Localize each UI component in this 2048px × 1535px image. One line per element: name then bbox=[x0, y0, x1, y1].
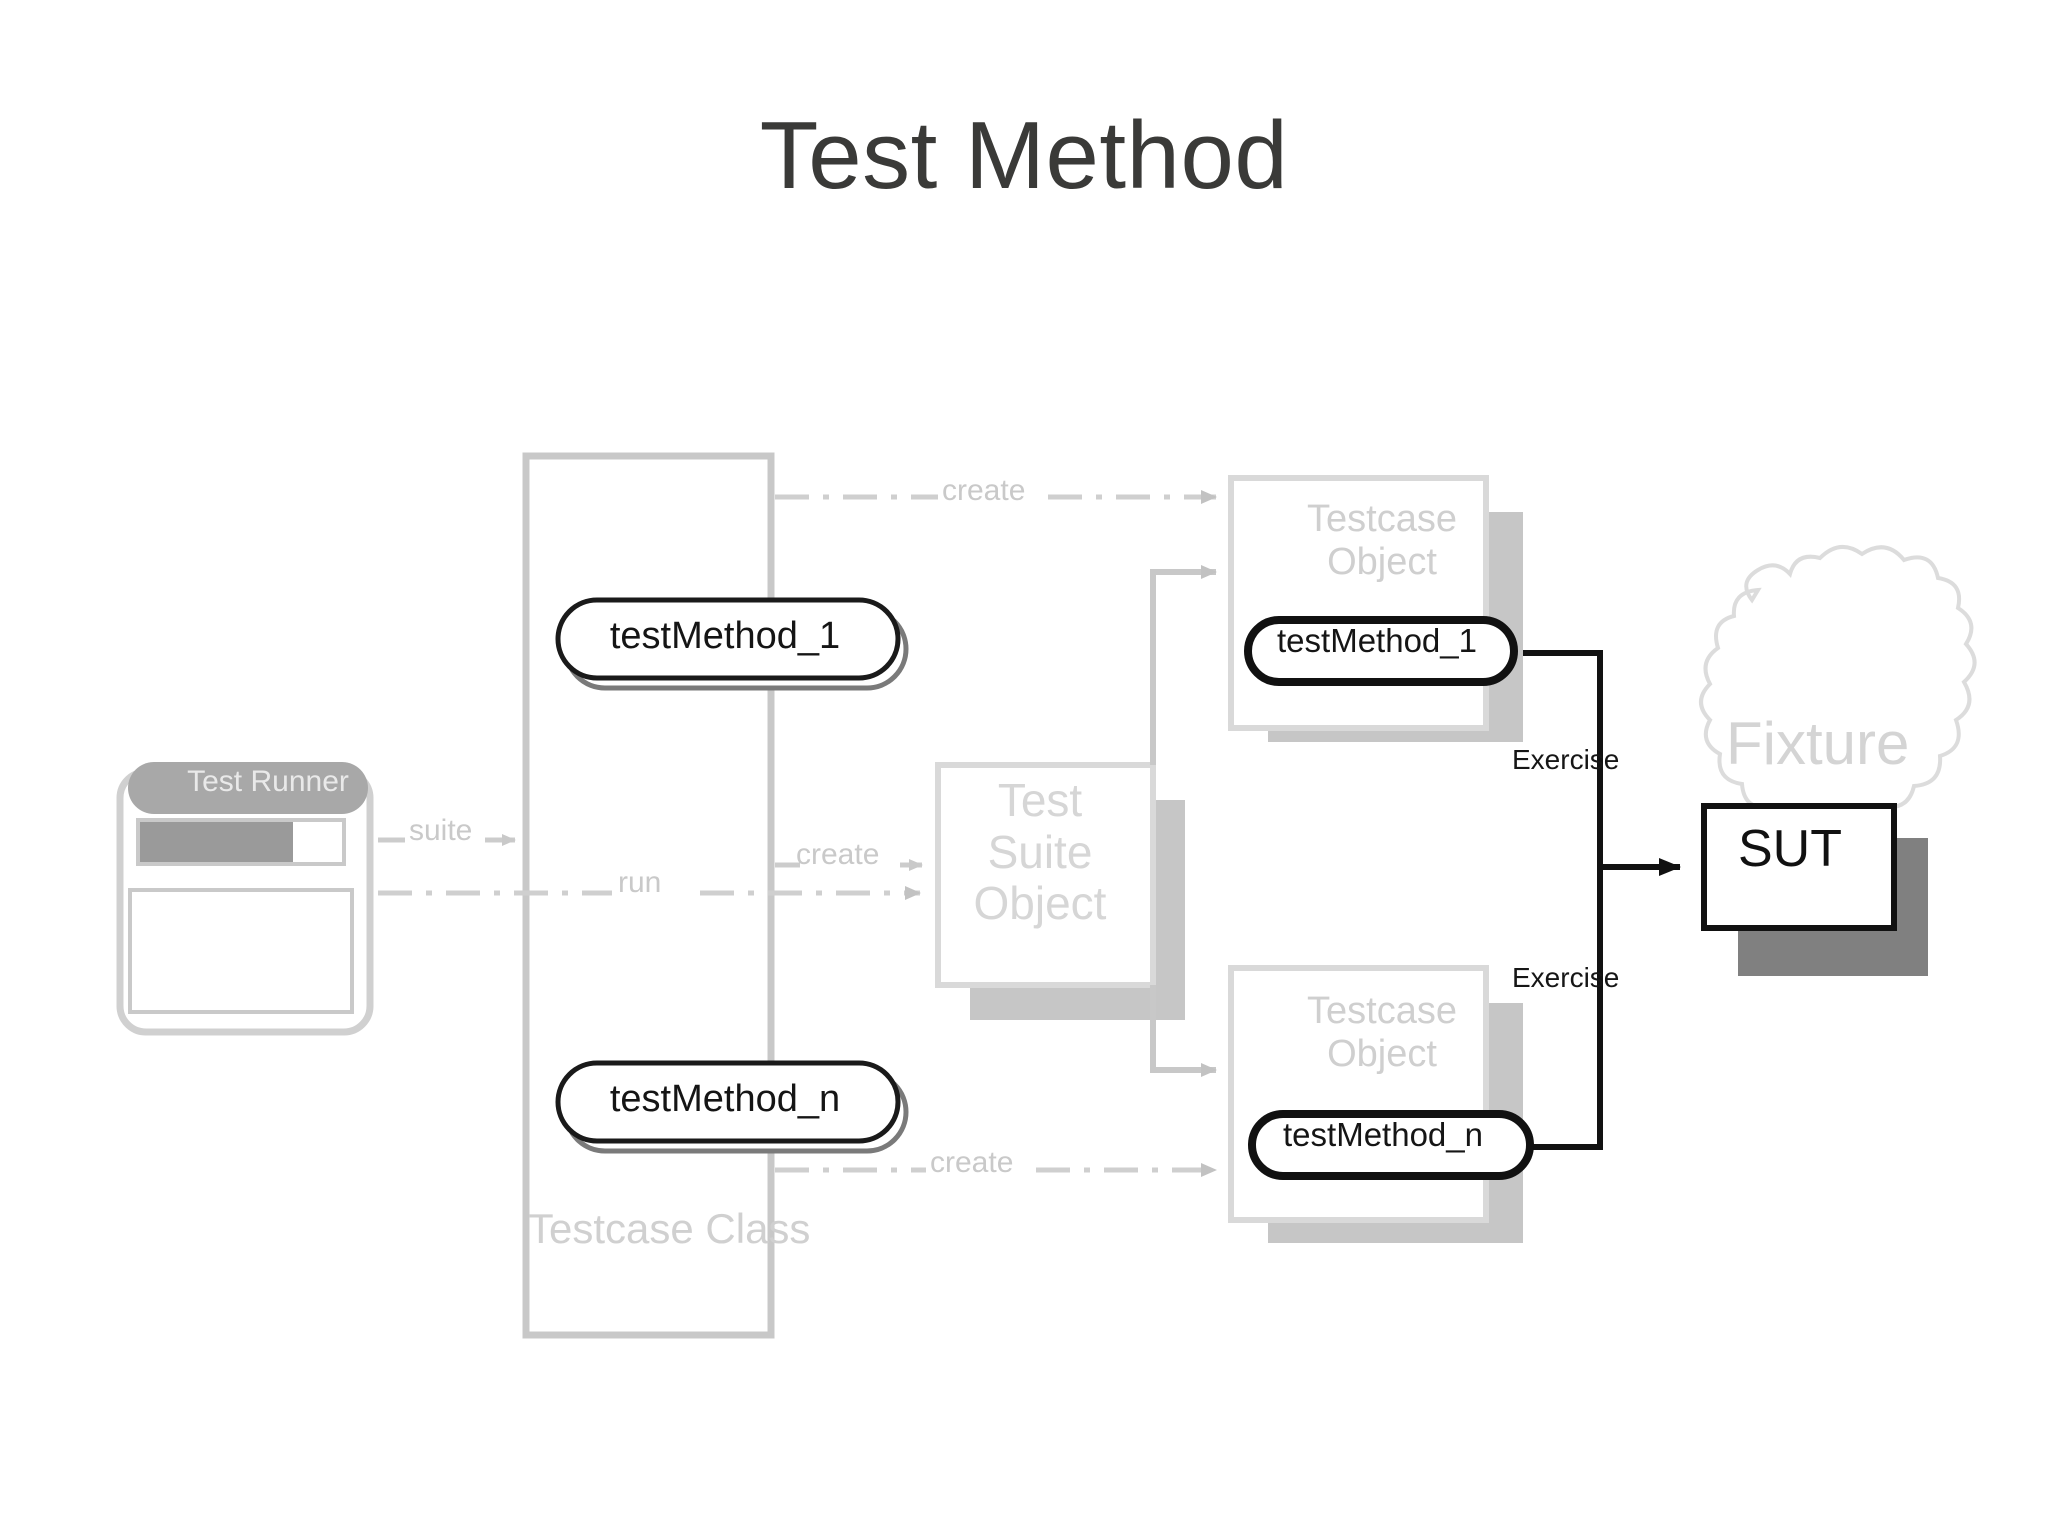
test-suite-object-node[interactable] bbox=[935, 762, 1185, 1020]
exercise-label-1: Exercise bbox=[1512, 744, 1620, 775]
method-label-object-1: testMethod_1 bbox=[1277, 622, 1477, 659]
exercise-label-2: Exercise bbox=[1512, 962, 1620, 993]
edge-label-create-mid: create bbox=[796, 838, 880, 871]
edge-label-run: run bbox=[618, 866, 662, 899]
edge-label-create-bot: create bbox=[930, 1146, 1014, 1179]
testcase-object-1-frame bbox=[1228, 475, 1489, 731]
method-capsule-class-2[interactable] bbox=[555, 1060, 909, 1154]
test-suite-object-label: Test Suite Object bbox=[940, 774, 1140, 930]
test-runner-node[interactable] bbox=[116, 762, 374, 1036]
edge-exercise-n bbox=[1530, 867, 1603, 1150]
edge-label-create-top: create bbox=[942, 474, 1026, 507]
method-label-class-1: testMethod_1 bbox=[609, 615, 841, 657]
fixture-cloud-outline bbox=[1699, 545, 1977, 828]
edge-label-suite: suite bbox=[409, 814, 473, 847]
method-capsule-class-1[interactable] bbox=[555, 597, 909, 691]
testcase-object-n-label: Testcase Object bbox=[1232, 990, 1532, 1075]
sut-node[interactable] bbox=[1701, 803, 1928, 976]
test-suite-object-line-1: Test bbox=[997, 774, 1083, 826]
test-runner-results-pane[interactable] bbox=[128, 888, 354, 1014]
method-label-class-2: testMethod_n bbox=[609, 1078, 841, 1120]
test-runner-title: Test Runner bbox=[187, 765, 349, 798]
progress-bar-fill bbox=[140, 822, 293, 862]
edge-contains bbox=[1150, 565, 1217, 1077]
sut-frame bbox=[1701, 803, 1897, 931]
method-capsule-object-n[interactable] bbox=[1248, 1110, 1534, 1180]
test-runner-titlebar bbox=[128, 762, 368, 814]
testcase-object-1-label: Testcase Object bbox=[1232, 498, 1532, 583]
test-suite-object-frame bbox=[935, 762, 1156, 988]
edge-exercise bbox=[1523, 650, 1681, 1150]
method-capsule-object-1[interactable] bbox=[1244, 616, 1518, 686]
method-label-object-n: testMethod_n bbox=[1283, 1116, 1483, 1153]
testcase-object-n-line-2: Object bbox=[1327, 1032, 1437, 1075]
edge-contains-1 bbox=[1150, 565, 1217, 765]
testcase-class-label-line1: Testcase Class bbox=[528, 1205, 811, 1252]
testcase-class-label: Testcase Class bbox=[528, 1205, 810, 1252]
testcase-object-1-line-1: Testcase bbox=[1307, 498, 1457, 540]
testcase-object-1-line-2: Object bbox=[1327, 540, 1437, 583]
edge-contains-n bbox=[1150, 985, 1217, 1077]
edge-exercise-1 bbox=[1523, 650, 1603, 867]
sut-label: SUT bbox=[1738, 820, 1842, 878]
fixture-node[interactable] bbox=[1699, 545, 1977, 828]
page-title: Test Method bbox=[759, 102, 1289, 209]
test-suite-object-line-2: Suite bbox=[987, 825, 1093, 878]
testcase-object-n-line-1: Testcase bbox=[1307, 990, 1457, 1032]
test-suite-object-line-3: Object bbox=[973, 877, 1107, 930]
fixture-label: Fixture bbox=[1726, 710, 1910, 777]
